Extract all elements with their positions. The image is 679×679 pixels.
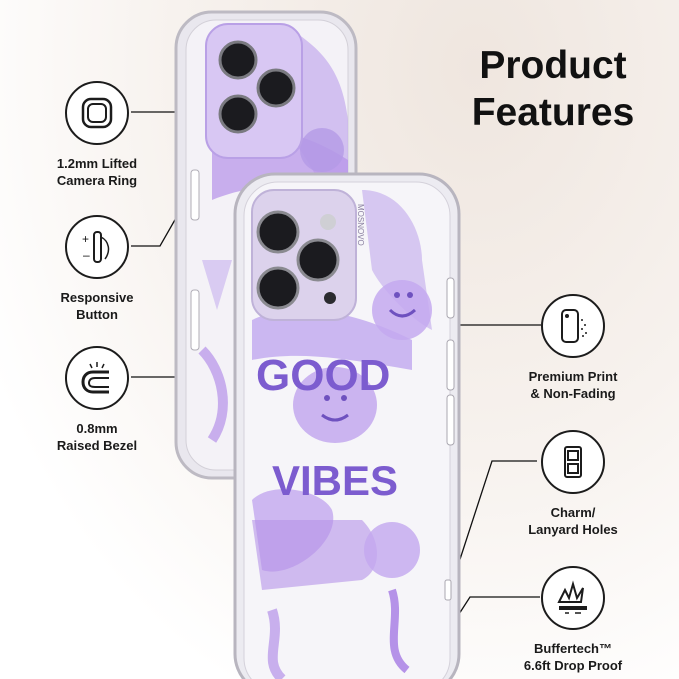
case-print-vibes: VIBES xyxy=(272,457,398,504)
front-phone-case: GOOD VIBES MOSNOVO xyxy=(233,172,461,679)
page-title: Product Features xyxy=(448,42,658,136)
feature-drop-proof-line-2: 6.6ft Drop Proof xyxy=(523,658,623,673)
feature-lanyard-holes-line-1: Charm/ xyxy=(550,505,596,520)
case-brand-text: MOSNOVO xyxy=(356,204,365,246)
feature-label-premium-print: Premium Print & Non-Fading xyxy=(513,368,633,402)
feature-camera-ring-line-2: Camera Ring xyxy=(56,173,138,188)
print-icon xyxy=(541,294,605,358)
feature-premium-print: Premium Print & Non-Fading xyxy=(513,294,633,402)
feature-raised-bezel-line-1: 0.8mm xyxy=(76,421,118,436)
feature-premium-print-line-1: Premium Print xyxy=(528,369,618,384)
feature-label-drop-proof: Buffertech™ 6.6ft Drop Proof xyxy=(513,640,633,674)
bezel-icon xyxy=(65,346,129,410)
feature-label-responsive-button: Responsive Button xyxy=(37,289,157,323)
case-print-good: GOOD xyxy=(256,351,390,400)
feature-lanyard-holes-line-2: Lanyard Holes xyxy=(528,522,618,537)
feature-responsive-button-line-2: Button xyxy=(76,307,118,322)
svg-text:–: – xyxy=(83,248,90,262)
feature-camera-ring: 1.2mm Lifted Camera Ring xyxy=(37,81,157,189)
feature-label-camera-ring: 1.2mm Lifted Camera Ring xyxy=(37,155,157,189)
impact-icon xyxy=(541,566,605,630)
feature-raised-bezel-line-2: Raised Bezel xyxy=(56,438,138,453)
feature-raised-bezel: 0.8mm Raised Bezel xyxy=(37,346,157,454)
feature-responsive-button: +– Responsive Button xyxy=(37,215,157,323)
button-icon: +– xyxy=(65,215,129,279)
feature-premium-print-line-2: & Non-Fading xyxy=(530,386,616,401)
svg-text:+: + xyxy=(82,232,89,246)
lanyard-hole-icon xyxy=(541,430,605,494)
feature-drop-proof-line-1: Buffertech™ xyxy=(533,641,612,656)
title-line-2: Features xyxy=(471,91,635,134)
camera-ring-icon xyxy=(65,81,129,145)
feature-camera-ring-line-1: 1.2mm Lifted xyxy=(56,156,138,171)
feature-responsive-button-line-1: Responsive xyxy=(60,290,134,305)
feature-label-raised-bezel: 0.8mm Raised Bezel xyxy=(37,420,157,454)
feature-lanyard-holes: Charm/ Lanyard Holes xyxy=(513,430,633,538)
feature-drop-proof: Buffertech™ 6.6ft Drop Proof xyxy=(513,566,633,674)
feature-label-lanyard-holes: Charm/ Lanyard Holes xyxy=(513,504,633,538)
title-line-1: Product xyxy=(479,44,627,87)
